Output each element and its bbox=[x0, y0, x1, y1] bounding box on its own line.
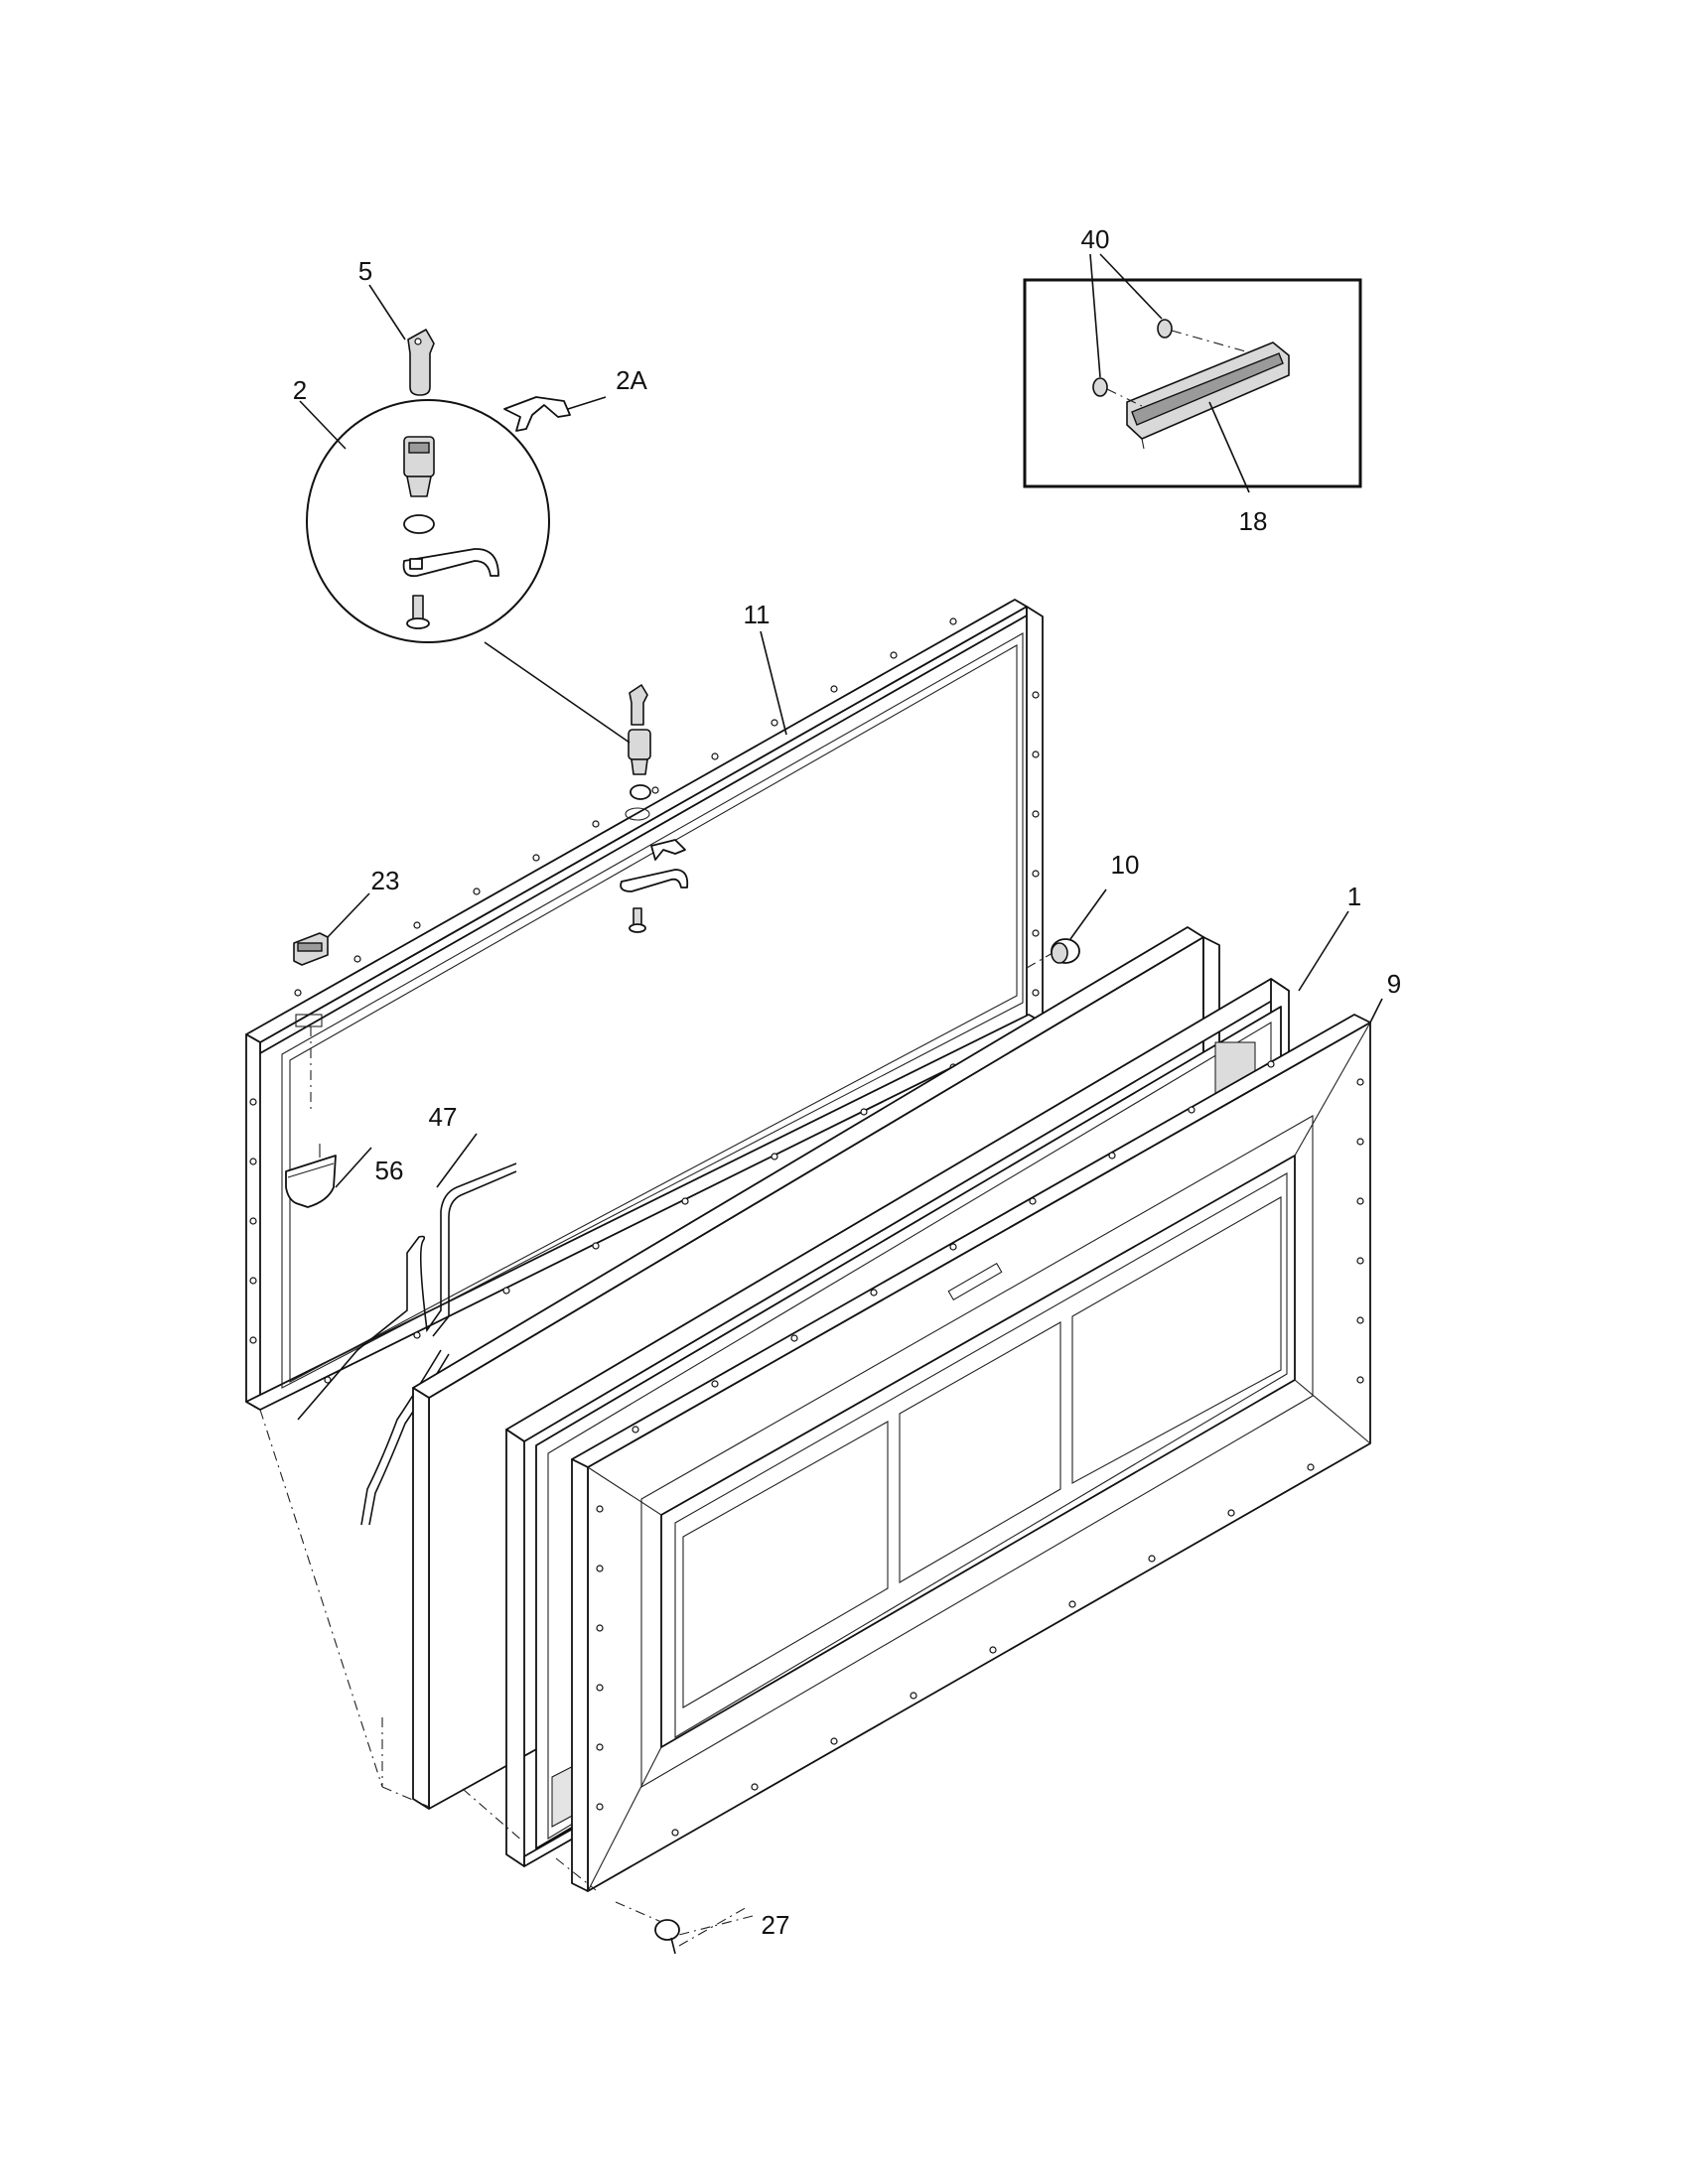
frame-holes bbox=[249, 617, 1040, 1384]
lid-shell-part-9 bbox=[571, 1014, 1371, 1892]
label-2a: 2A bbox=[616, 365, 647, 395]
label-1: 1 bbox=[1347, 882, 1361, 911]
lock-assembly-icon bbox=[620, 684, 689, 933]
label-10: 10 bbox=[1111, 850, 1140, 880]
label-5: 5 bbox=[358, 256, 372, 286]
label-2: 2 bbox=[293, 375, 307, 405]
label-18: 18 bbox=[1239, 506, 1268, 536]
key-part-5 bbox=[407, 329, 435, 396]
lock-cam-icon bbox=[402, 548, 499, 578]
lid-liner-frame-part-11 bbox=[245, 599, 1044, 1526]
lock-screw-icon bbox=[406, 595, 430, 629]
label-23: 23 bbox=[371, 866, 400, 895]
label-47: 47 bbox=[429, 1102, 458, 1132]
basket-part-56 bbox=[285, 1144, 337, 1208]
lock-detail-circle bbox=[306, 399, 550, 643]
handle-inset-box bbox=[1023, 253, 1362, 493]
lock-cylinder-icon bbox=[403, 436, 435, 497]
label-27: 27 bbox=[762, 1910, 790, 1940]
plug-part-40-b bbox=[1157, 319, 1173, 339]
handle-part-18 bbox=[1126, 341, 1290, 450]
assembly-lines bbox=[259, 952, 1054, 1947]
label-9: 9 bbox=[1387, 969, 1401, 999]
clip-part-2a bbox=[503, 396, 571, 432]
shell-holes bbox=[596, 1060, 1364, 1837]
screw-part-27 bbox=[654, 1919, 680, 1955]
label-11: 11 bbox=[744, 600, 771, 629]
part-labels: 5 2 2A 40 18 11 23 10 1 9 47 56 27 bbox=[293, 224, 1401, 1940]
label-40: 40 bbox=[1081, 224, 1110, 254]
plug-part-40-a bbox=[1092, 377, 1108, 397]
bumper-part-10 bbox=[1051, 938, 1080, 964]
label-56: 56 bbox=[375, 1156, 404, 1185]
tab-part-23 bbox=[293, 932, 329, 1027]
leader-lines bbox=[299, 284, 1383, 1937]
